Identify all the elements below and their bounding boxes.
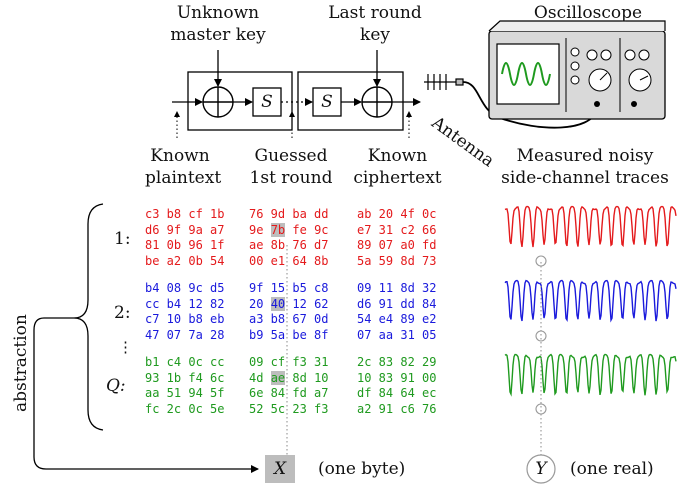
oscilloscope-icon (488, 20, 666, 120)
hex-line: a2 91 c6 76 (357, 401, 437, 416)
hex-line: d6 91 dd 84 (357, 296, 437, 311)
row-label-q: Q: (106, 376, 126, 396)
hex-line: 4d ae 8d 10 (249, 370, 329, 385)
row-label-2: 2: (114, 303, 131, 323)
antenna-icon (424, 74, 598, 129)
trace-line (504, 353, 677, 397)
hex-line: 2c 83 82 29 (357, 355, 437, 369)
group-brace (73, 203, 104, 431)
y-description: (one real) (570, 459, 654, 479)
hex-line: 09 11 8d 32 (357, 281, 437, 295)
trace-line (504, 279, 677, 323)
hex-line: 00 e1 64 8b (249, 253, 329, 268)
side-channel-traces (504, 205, 677, 397)
hex-line: d6 9f 9a a7 (145, 222, 225, 237)
hex-line: 07 aa 31 05 (357, 327, 437, 342)
x-box (265, 455, 295, 483)
sbox-label-last: S (321, 92, 333, 112)
x-variable: X (273, 459, 287, 479)
hex-line: c7 10 b8 eb (145, 312, 225, 326)
hex-line: b1 c4 0c cc (145, 355, 225, 369)
row-label-1: 1: (114, 229, 131, 249)
hex-line: 09 cf f3 31 (249, 355, 329, 369)
hex-line: 89 07 a0 fd (357, 238, 437, 252)
hex-line: 54 e4 89 e2 (357, 312, 437, 326)
hex-line: ae 8b 76 d7 (249, 238, 329, 252)
hex-line: ab 20 4f 0c (357, 207, 437, 221)
cipher-pipeline (172, 50, 421, 138)
hex-line: 76 9d ba dd (249, 207, 329, 221)
hex-line: 93 1b f4 6c (145, 370, 225, 385)
hex-line: be a2 0b 54 (145, 253, 225, 268)
hex-line: b9 5a be 8f (249, 327, 329, 342)
oscilloscope-label: Oscilloscope (533, 3, 643, 23)
sbox-last (312, 87, 342, 117)
abstraction-label: abstraction (11, 314, 31, 412)
hex-line: 20 40 12 62 (249, 296, 329, 311)
hex-line: a3 b8 67 0d (249, 312, 329, 326)
hex-line: fc 2c 0c 5e (145, 401, 225, 416)
abstraction-arrow (33, 317, 259, 473)
hex-line: b4 08 9c d5 (145, 281, 225, 295)
hex-line: df 84 64 ec (357, 386, 437, 400)
hex-line: c3 b8 cf 1b (145, 207, 225, 221)
round-box-first (187, 71, 293, 131)
trace-line (504, 205, 677, 248)
hex-line: 52 5c 23 f3 (249, 401, 329, 416)
hex-line: 5a 59 8d 73 (357, 253, 437, 268)
row-label-dots: ⋮ (118, 338, 133, 356)
hex-line: 9e 7b fe 9c (249, 222, 329, 237)
sbox-label-first: S (261, 92, 273, 112)
round-box-last (297, 71, 404, 131)
hex-line: cc b4 12 82 (145, 296, 225, 311)
hex-line: e7 31 c2 66 (357, 222, 437, 237)
y-circle (526, 454, 556, 484)
y-variable: Y (535, 459, 547, 479)
hex-line: aa 51 94 5f (145, 386, 225, 400)
hex-line: 9f 15 b5 c8 (249, 281, 329, 295)
hex-line: 47 07 7a 28 (145, 327, 225, 342)
hex-line: 6e 84 fd a7 (249, 386, 329, 400)
hex-line: 10 83 91 00 (357, 370, 437, 385)
x-description: (one byte) (318, 459, 406, 479)
hex-line: 81 0b 96 1f (145, 238, 225, 252)
